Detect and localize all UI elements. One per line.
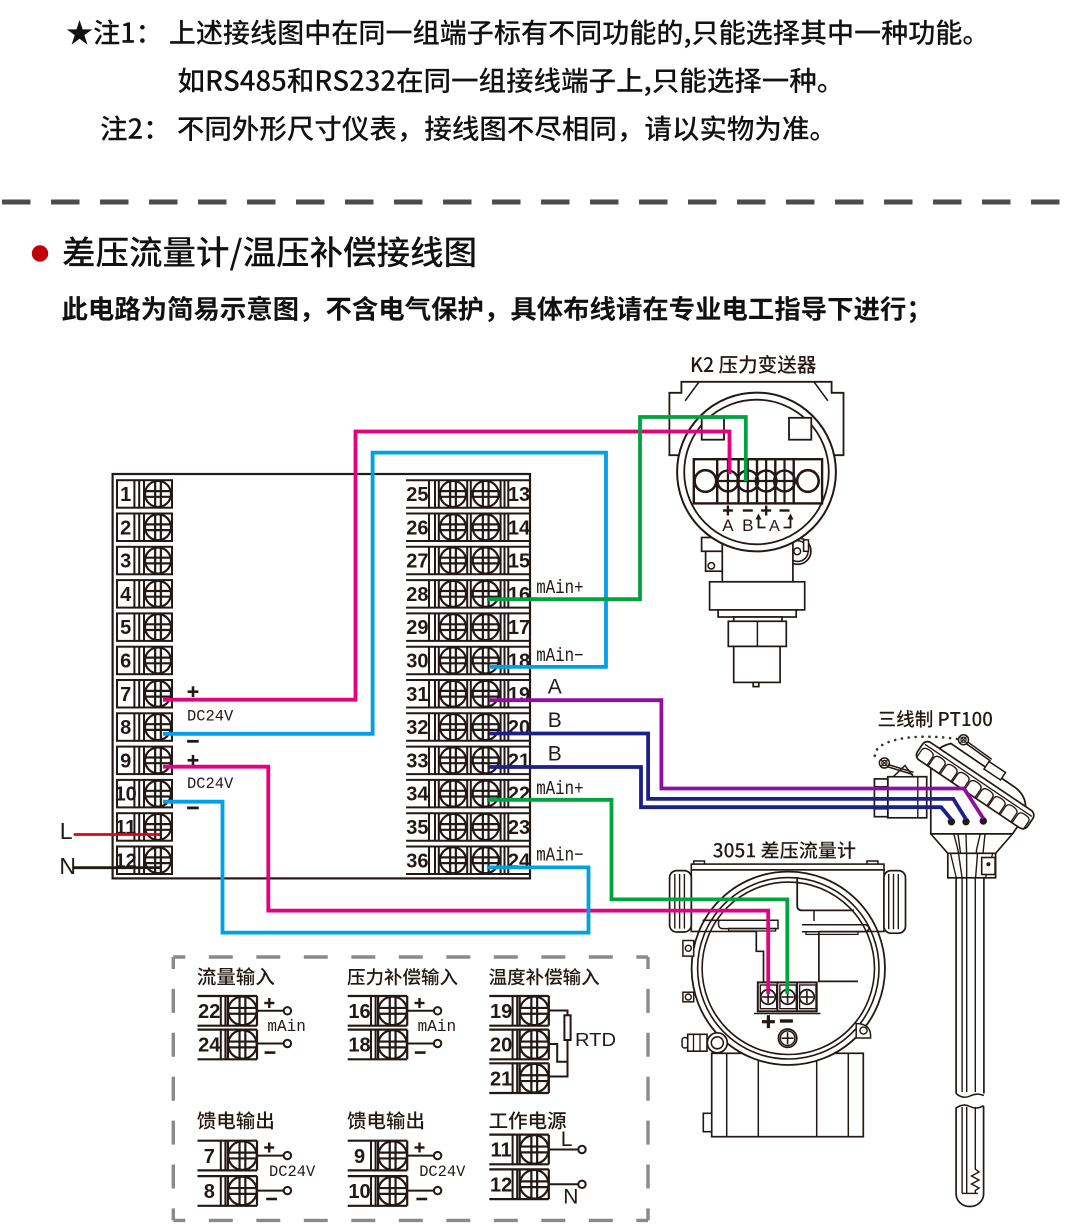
svg-text:16: 16 — [348, 1001, 370, 1023]
svg-text:21: 21 — [490, 1068, 512, 1090]
svg-text:B: B — [548, 743, 562, 766]
svg-text:10: 10 — [348, 1181, 370, 1203]
svg-text:33: 33 — [406, 750, 428, 772]
svg-text:30: 30 — [406, 650, 428, 672]
svg-text:A: A — [769, 518, 780, 535]
svg-text:21: 21 — [508, 750, 530, 772]
svg-text:B: B — [548, 709, 562, 732]
svg-text:3: 3 — [120, 551, 131, 573]
svg-text:2: 2 — [120, 517, 131, 539]
svg-text:22: 22 — [508, 784, 530, 806]
svg-text:DC24V: DC24V — [187, 775, 234, 793]
svg-text:16: 16 — [508, 584, 530, 606]
svg-text:mAin+: mAin+ — [536, 577, 583, 599]
svg-text:6: 6 — [120, 650, 131, 672]
svg-text:N: N — [563, 1186, 578, 1209]
svg-text:17: 17 — [508, 617, 530, 639]
svg-text:DC24V: DC24V — [419, 1163, 466, 1181]
svg-text:mAin: mAin — [267, 1017, 306, 1036]
svg-text:14: 14 — [508, 517, 531, 539]
svg-text:18: 18 — [508, 650, 530, 672]
svg-text:18: 18 — [348, 1035, 370, 1057]
svg-text:13: 13 — [508, 484, 530, 506]
svg-text:9: 9 — [120, 750, 131, 772]
svg-text:DC24V: DC24V — [187, 708, 234, 726]
svg-text:23: 23 — [508, 817, 530, 839]
svg-text:mAin−: mAin− — [536, 645, 583, 667]
svg-text:DC24V: DC24V — [269, 1163, 316, 1181]
svg-text:29: 29 — [406, 617, 428, 639]
svg-text:4: 4 — [120, 584, 132, 606]
svg-text:27: 27 — [406, 551, 428, 573]
svg-text:10: 10 — [115, 784, 137, 806]
svg-text:24: 24 — [198, 1035, 221, 1057]
svg-text:9: 9 — [354, 1146, 365, 1168]
svg-text:A: A — [722, 516, 734, 535]
svg-text:20: 20 — [490, 1035, 512, 1057]
svg-text:1: 1 — [120, 484, 131, 506]
svg-text:A: A — [548, 676, 562, 699]
svg-text:28: 28 — [406, 584, 428, 606]
svg-text:20: 20 — [508, 717, 530, 739]
svg-text:mAin: mAin — [418, 1017, 457, 1036]
svg-text:N: N — [59, 853, 76, 879]
svg-text:35: 35 — [406, 817, 428, 839]
svg-text:19: 19 — [490, 1001, 512, 1023]
svg-text:RTD: RTD — [575, 1030, 616, 1050]
svg-text:5: 5 — [120, 617, 131, 639]
svg-text:26: 26 — [406, 517, 428, 539]
svg-text:15: 15 — [508, 551, 530, 573]
svg-text:8: 8 — [120, 717, 131, 739]
svg-text:B: B — [742, 516, 753, 535]
svg-text:22: 22 — [198, 1001, 220, 1023]
svg-text:34: 34 — [406, 784, 429, 806]
svg-text:36: 36 — [406, 850, 428, 872]
svg-text:mAin−: mAin− — [536, 845, 583, 867]
svg-text:11: 11 — [491, 1140, 512, 1162]
svg-text:mAin+: mAin+ — [536, 778, 583, 800]
svg-text:L: L — [561, 1128, 573, 1151]
svg-text:8: 8 — [204, 1181, 215, 1203]
svg-text:19: 19 — [508, 684, 530, 706]
svg-text:32: 32 — [406, 717, 428, 739]
svg-text:7: 7 — [204, 1146, 215, 1168]
svg-text:31: 31 — [406, 684, 428, 706]
svg-text:25: 25 — [406, 484, 428, 506]
svg-text:L: L — [60, 818, 73, 844]
svg-text:12: 12 — [490, 1174, 512, 1196]
svg-text:7: 7 — [120, 684, 131, 706]
